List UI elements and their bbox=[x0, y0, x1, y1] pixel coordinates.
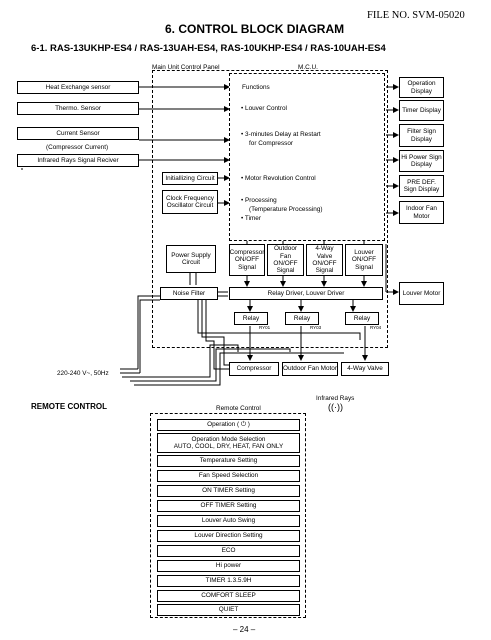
function-louver: • Louver Control bbox=[241, 105, 287, 112]
supply-voltage: 220-240 V~, 50Hz bbox=[57, 370, 109, 377]
on-timer-button[interactable]: ON TIMER Setting bbox=[157, 485, 300, 497]
power-supply-circuit: Power Supply Circuit bbox=[166, 245, 216, 273]
timer-preset-button[interactable]: TIMER 1.3.5.9H bbox=[157, 575, 300, 587]
mcu-block: Functions • Louver Control • 3-minutes D… bbox=[229, 73, 385, 241]
relay-2-code: RY03 bbox=[310, 325, 322, 330]
main-unit-panel bbox=[152, 70, 388, 348]
operation-display: Operation Display bbox=[399, 77, 444, 98]
louver-motor: Louver Motor bbox=[399, 282, 444, 305]
comfort-sleep-button[interactable]: COMFORT SLEEP bbox=[157, 590, 300, 602]
page-number: – 24 – bbox=[233, 625, 256, 634]
hi-power-display: Hi Power Sign Display bbox=[399, 150, 444, 172]
noise-filter: Noise Filter bbox=[160, 287, 218, 300]
indoor-fan-motor: Indoor Fan Motor bbox=[399, 201, 444, 224]
relay-driver: Relay Driver, Louver Driver bbox=[229, 287, 383, 300]
compressor-signal: Compressor ON/OFF Signal bbox=[229, 244, 265, 276]
main-unit-label: Main Unit Control Panel bbox=[152, 64, 220, 71]
relay-1: Relay bbox=[234, 312, 268, 325]
quiet-button[interactable]: QUIET bbox=[157, 604, 300, 616]
outdoor-fan-motor: Outdoor Fan Motor bbox=[282, 362, 338, 376]
compressor: Compressor bbox=[229, 362, 279, 376]
function-delay-sub: for Compressor bbox=[249, 140, 294, 147]
file-number: FILE NO. SVM-05020 bbox=[367, 10, 465, 21]
init-circuit: Initiallizing Circuit bbox=[162, 172, 218, 185]
model-subtitle: 6-1. RAS-13UKHP-ES4 / RAS-13UAH-ES4, RAS… bbox=[31, 43, 386, 54]
remote-control-panel bbox=[150, 413, 306, 618]
operation-button[interactable]: Operation ( ⏻ ) bbox=[157, 419, 300, 431]
outdoor-fan-signal: Outdoor Fan ON/OFF Signal bbox=[267, 244, 304, 276]
fan-speed-button[interactable]: Fan Speed Selection bbox=[157, 470, 300, 482]
relay-2: Relay bbox=[285, 312, 319, 325]
mcu-label: M.C.U. bbox=[298, 64, 318, 71]
infrared-icon: ((·)) bbox=[328, 402, 343, 412]
pre-def-display: PRE DEF. Sign Display bbox=[399, 175, 444, 197]
infrared-rays-label: Infrared Rays bbox=[316, 395, 355, 402]
filter-sign-display: Filter Sign Display bbox=[399, 124, 444, 147]
four-way-valve-signal: 4-Way Valve ON/OFF Signal bbox=[306, 244, 343, 276]
current-sensor-note: (Compressor Current) bbox=[46, 144, 109, 151]
function-delay: • 3-minutes Delay at Restart bbox=[241, 131, 321, 138]
clock-oscillator: Clock Frequency Oscillator Circuit bbox=[162, 190, 218, 214]
relay-3-code: RY04 bbox=[370, 325, 382, 330]
functions-title: Functions bbox=[242, 84, 270, 91]
temperature-setting-button[interactable]: Temperature Setting bbox=[157, 455, 300, 467]
four-way-valve: 4-Way Valve bbox=[341, 362, 389, 376]
function-processing: • Processing bbox=[241, 197, 277, 204]
infrared-receiver: Infrared Rays Signal Reciver bbox=[17, 154, 139, 167]
remote-control-heading: REMOTE CONTROL bbox=[31, 402, 107, 411]
current-sensor: Current Sensor bbox=[17, 127, 139, 140]
remote-control-title: Remote Control bbox=[216, 405, 261, 412]
function-motor: • Motor Revolution Control bbox=[241, 175, 316, 182]
timer-display: Timer Display bbox=[399, 100, 444, 121]
louver-direction-button[interactable]: Louver Direction Setting bbox=[157, 530, 300, 542]
hi-power-button[interactable]: Hi power bbox=[157, 560, 300, 572]
function-processing-sub: (Temperature Processing) bbox=[249, 206, 323, 213]
heat-exchange-sensor: Heat Exchange sensor bbox=[17, 81, 139, 94]
function-timer: • Timer bbox=[241, 215, 261, 222]
eco-button[interactable]: ECO bbox=[157, 545, 300, 557]
off-timer-button[interactable]: OFF TIMER Setting bbox=[157, 500, 300, 512]
louver-auto-swing-button[interactable]: Louver Auto Swing bbox=[157, 515, 300, 527]
thermo-sensor: Thermo. Sensor bbox=[17, 102, 139, 115]
relay-3: Relay bbox=[345, 312, 379, 325]
louver-signal: Louver ON/OFF Signal bbox=[345, 244, 383, 276]
relay-1-code: RY01 bbox=[259, 325, 271, 330]
page-title: 6. CONTROL BLOCK DIAGRAM bbox=[165, 22, 345, 36]
